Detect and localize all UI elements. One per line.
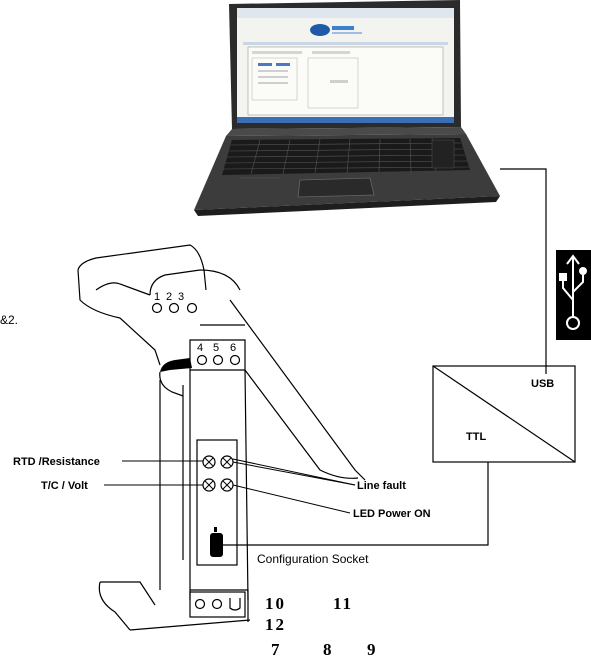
terminal-label-2: 2 [166,291,172,303]
led-group [202,455,234,492]
terminal-hole-5 [212,354,224,366]
terminal-label-5: 5 [213,342,219,354]
led-power-label: LED Power ON [353,508,431,520]
line-fault-led-icon [220,455,234,469]
ttl-cable [222,462,489,546]
terminal-hole-7 [194,598,206,610]
keyboard [222,138,470,175]
terminal-label-6: 6 [230,342,236,354]
line-fault-label: Line fault [357,480,406,492]
socket-icon [210,533,223,557]
top-terminals: 1 2 3 [151,291,198,314]
terminal-num-10: 10 [265,594,286,613]
rtd-led-icon [202,455,216,469]
module-clip [160,358,192,372]
terminal-hole-9 [229,598,241,611]
app-logo-icon [310,24,330,36]
margin-fragment: &2. [0,313,18,327]
module-clip-hook [159,371,184,397]
terminal-num-8: 8 [323,640,332,659]
terminal-label-1: 1 [154,291,160,303]
power-led-icon [220,478,234,492]
terminal-num-7: 7 [271,640,280,659]
converter-ttl-label: TTL [466,431,486,443]
usb-cable [500,168,547,374]
terminal-num-12: 12 [265,615,286,634]
converter-diagonal [432,365,576,463]
terminal-num-11: 11 [333,594,353,613]
terminal-label-4: 4 [197,342,203,354]
terminal-hole-6 [229,354,241,366]
bottom-terminals-holes [194,598,241,611]
laptop [194,0,500,216]
tc-volt-label: T/C / Volt [41,480,88,492]
touchpad [297,177,375,198]
config-socket-label: Configuration Socket [257,552,369,566]
terminal-hole-4 [196,354,208,366]
usb-symbol [556,250,591,340]
usb-ttl-converter: USB TTL [432,365,576,463]
din-module [77,244,366,631]
terminal-hole-2 [168,302,180,314]
tc-led-icon [202,478,216,492]
terminal-hole-1 [151,302,163,314]
converter-box [432,365,576,463]
terminal-hole-8 [211,598,223,610]
taskbar [237,117,454,123]
terminal-label-3: 3 [178,291,184,303]
terminal-hole-3 [186,302,198,314]
mid-terminals: 4 5 6 [196,342,241,366]
configuration-socket [210,527,223,557]
converter-usb-label: USB [531,378,554,390]
leader-lines [104,458,356,514]
terminal-num-9: 9 [367,640,376,659]
bottom-terminal-numbers: 10 11 12 7 8 9 [265,594,376,659]
rtd-resistance-label: RTD /Resistance [13,456,100,468]
